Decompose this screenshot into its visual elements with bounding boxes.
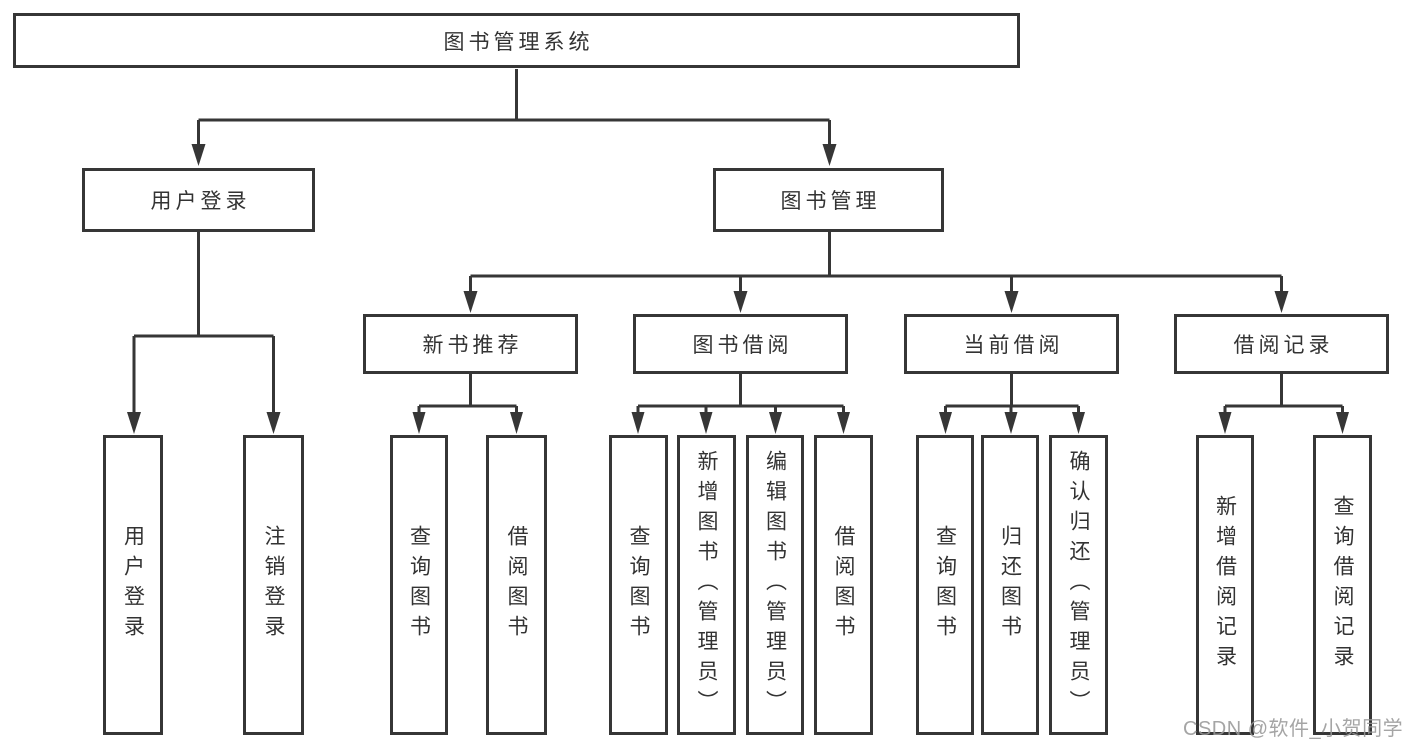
watermark: CSDN @软件_小贺同学 [1183,718,1404,740]
leaf-add-books-admin: 新增图书（管理员） [677,435,736,735]
arrowheads [127,144,1349,434]
node-label: 编辑图书（管理员） [763,450,787,720]
node-label: 查询图书 [407,525,431,645]
leaf-add-borrow-record: 新增借阅记录 [1196,435,1254,735]
node-book-management: 图书管理 [713,168,944,232]
node-label: 新增借阅记录 [1213,495,1237,675]
arrow-icon [127,412,141,434]
leaf-query-books-current: 查询图书 [916,435,974,735]
node-borrowing-records: 借阅记录 [1174,314,1389,374]
leaf-borrow-books-borrowing: 借阅图书 [814,435,873,735]
node-label: 确认归还（管理员） [1067,450,1090,720]
node-label: 借阅记录 [1233,334,1334,357]
node-label: 当前借阅 [963,334,1064,357]
node-book-borrowing: 图书借阅 [633,314,848,374]
connector-new-book-group [417,374,518,422]
node-label: 查询借阅记录 [1331,495,1354,675]
node-label: 新书推荐 [422,334,523,357]
arrow-icon [699,412,713,434]
node-label: 用户登录 [150,190,251,213]
node-label: 图书管理 [780,190,881,213]
connector-book-management-group [469,232,1283,298]
arrow-icon [1336,412,1349,434]
leaf-user-login: 用户登录 [103,435,163,735]
arrow-icon [631,412,645,434]
node-label: 查询图书 [627,525,650,645]
arrow-icon [1274,291,1289,313]
arrow-icon [191,144,206,166]
leaf-borrow-books-new-rec: 借阅图书 [486,435,547,735]
leaf-query-books-new-rec: 查询图书 [390,435,448,735]
arrow-icon [1004,412,1018,434]
arrow-icon [463,291,478,313]
node-label: 借阅图书 [832,525,855,645]
node-new-book-recommendation: 新书推荐 [363,314,578,374]
connector-user-login-group [132,232,275,420]
leaf-edit-books-admin: 编辑图书（管理员） [746,435,804,735]
arrow-icon [266,412,281,434]
leaf-return-books: 归还图书 [981,435,1039,735]
node-user-login: 用户登录 [82,168,315,232]
arrow-icon [939,412,952,434]
connector-book-borrow-group [636,374,845,422]
node-label: 用户登录 [121,525,145,645]
node-label: 图书借阅 [692,334,793,357]
arrow-icon [837,412,850,434]
leaf-query-borrow-record: 查询借阅记录 [1313,435,1372,735]
node-label: 查询图书 [933,525,957,645]
node-label: 注销登录 [262,525,285,645]
arrow-icon [412,412,426,434]
leaf-logout: 注销登录 [243,435,304,735]
node-library-management-system: 图书管理系统 [13,13,1020,68]
leaf-confirm-return-admin: 确认归还（管理员） [1049,435,1108,735]
node-label: 归还图书 [998,525,1022,645]
connector-root-to-level2 [197,69,831,150]
connector-borrow-records-group [1223,374,1344,422]
arrow-icon [769,412,782,434]
arrow-icon [1218,412,1232,434]
arrow-icon [1004,291,1019,313]
node-current-borrowing: 当前借阅 [904,314,1119,374]
node-label: 新增图书（管理员） [695,450,718,720]
leaf-query-books-borrowing: 查询图书 [609,435,668,735]
arrow-icon [510,412,523,434]
node-label: 借阅图书 [505,525,528,645]
arrow-icon [822,144,837,166]
node-label: 图书管理系统 [443,30,594,54]
arrow-icon [1072,412,1085,434]
arrow-icon [733,291,748,313]
